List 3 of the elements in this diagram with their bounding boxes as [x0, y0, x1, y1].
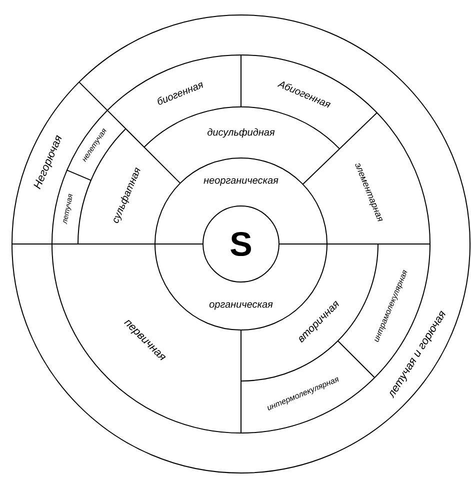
sector-label: дисульфидная — [208, 128, 275, 138]
sector-label: неорганическая — [204, 178, 278, 186]
sector-label: органическая — [209, 302, 273, 310]
